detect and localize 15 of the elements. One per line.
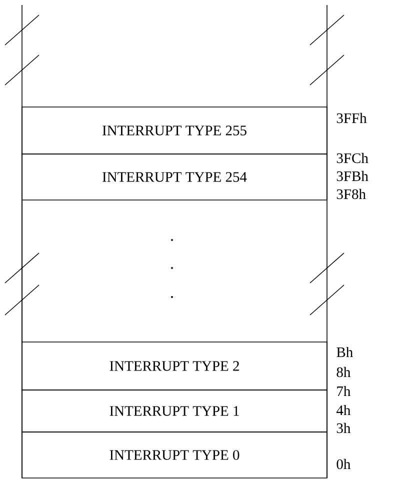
address-label: 0h [336,458,350,470]
address-label: 3h [336,422,350,434]
address-label: 4h [336,404,350,416]
address-label: 3F8h [336,188,366,200]
address-label: 3FCh [336,152,368,164]
table-row: INTERRUPT TYPE 1 [22,390,328,432]
address-label: Bh [336,346,353,358]
table-row: INTERRUPT TYPE 0 [22,432,328,478]
address-label: 8h [336,366,350,378]
address-label: 3FFh [336,112,367,124]
address-label: 3FBh [336,170,368,182]
address-label: 7h [337,386,350,396]
table-row: INTERRUPT TYPE 255 [22,106,328,154]
table-row: INTERRUPT TYPE 2 [22,342,328,390]
table-row: INTERRUPT TYPE 254 [22,154,328,200]
